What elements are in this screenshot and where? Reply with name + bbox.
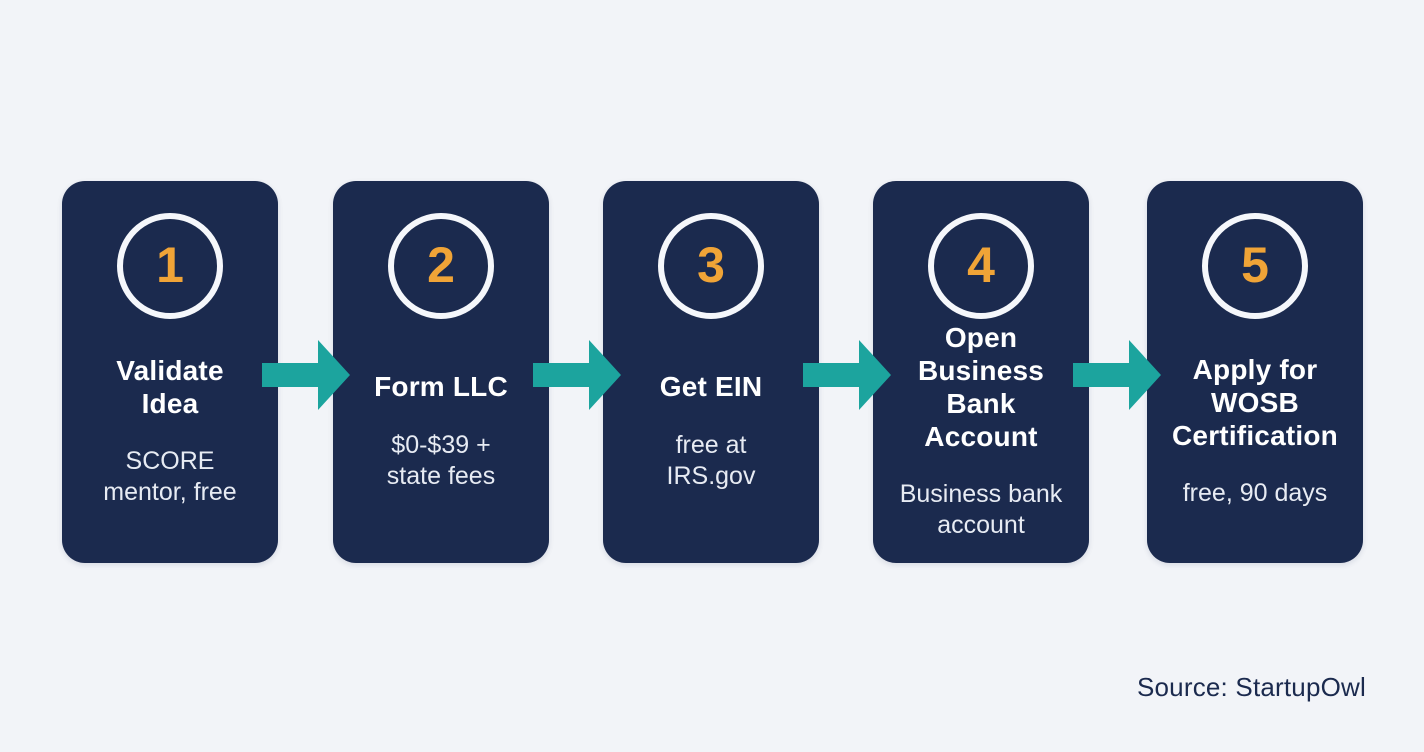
- step-number: 1: [156, 237, 184, 293]
- step-number-badge: 2: [388, 213, 494, 319]
- step-card-body: Form LLC $0-$39 + state fees: [341, 319, 541, 543]
- step-card-2: 2 Form LLC $0-$39 + state fees: [333, 181, 549, 563]
- step-card-body: Get EIN free at IRS.gov: [611, 319, 811, 543]
- step-number: 4: [967, 237, 995, 293]
- step-title: Open Business Bank Account: [917, 321, 1045, 453]
- step-title: Get EIN: [659, 371, 763, 403]
- step-title: Validate Idea: [116, 354, 224, 419]
- arrow-right-icon: [803, 340, 891, 410]
- step-number-badge: 3: [658, 213, 764, 319]
- step-number: 3: [697, 237, 725, 293]
- step-card-5: 5 Apply for WOSB Certification free, 90 …: [1147, 181, 1363, 563]
- arrow-right-icon: [262, 340, 350, 410]
- step-number-badge: 4: [928, 213, 1034, 319]
- step-number-badge: 5: [1202, 213, 1308, 319]
- step-title: Form LLC: [374, 371, 508, 403]
- step-card-3: 3 Get EIN free at IRS.gov: [603, 181, 819, 563]
- step-subtitle: $0-$39 + state fees: [386, 430, 496, 490]
- step-number: 5: [1241, 237, 1269, 293]
- arrow-right-icon: [533, 340, 621, 410]
- step-card-body: Validate Idea SCORE mentor, free: [70, 319, 270, 543]
- step-title: Apply for WOSB Certification: [1172, 353, 1338, 452]
- step-subtitle: free at IRS.gov: [666, 430, 756, 490]
- arrow-right-icon: [1073, 340, 1161, 410]
- step-subtitle: free, 90 days: [1182, 479, 1328, 508]
- step-card-1: 1 Validate Idea SCORE mentor, free: [62, 181, 278, 563]
- step-subtitle: SCORE mentor, free: [103, 447, 237, 507]
- step-subtitle: Business bank account: [899, 480, 1063, 540]
- step-number: 2: [427, 237, 455, 293]
- step-number-badge: 1: [117, 213, 223, 319]
- source-label: Source: StartupOwl: [1136, 672, 1366, 702]
- step-card-body: Open Business Bank Account Business bank…: [881, 319, 1081, 543]
- step-card-4: 4 Open Business Bank Account Business ba…: [873, 181, 1089, 563]
- step-card-body: Apply for WOSB Certification free, 90 da…: [1155, 319, 1355, 543]
